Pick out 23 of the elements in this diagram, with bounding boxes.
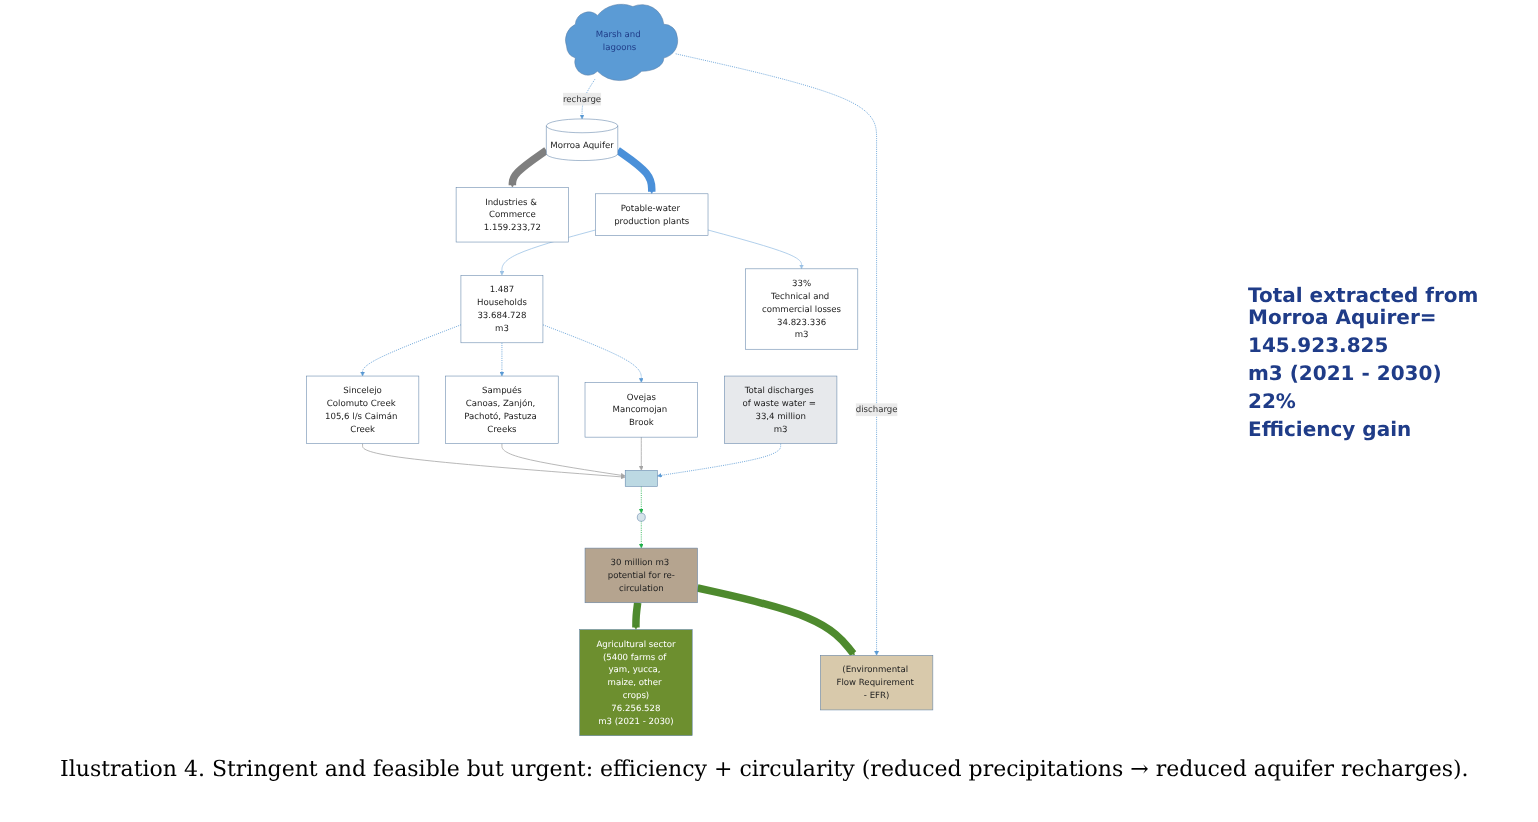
node-box xyxy=(585,547,699,604)
node-box xyxy=(306,375,420,444)
node-box xyxy=(625,470,659,487)
arrow xyxy=(632,601,642,630)
note-text: 22% xyxy=(1248,392,1298,414)
note-text: m3 (2021 - 2030) xyxy=(1248,364,1444,386)
arrow xyxy=(509,147,549,188)
node-box xyxy=(461,275,544,344)
node-box xyxy=(745,268,859,350)
note-text: Total extracted from Morroa Aquirer= xyxy=(1248,286,1481,330)
note-text: Efficiency gain xyxy=(1248,420,1414,442)
arrow xyxy=(697,584,857,656)
node-box xyxy=(724,375,838,444)
node-box xyxy=(820,655,934,711)
node-box xyxy=(579,629,693,736)
node-box xyxy=(445,375,559,444)
node-circle xyxy=(637,513,646,522)
note-text: 145.923.825 xyxy=(1248,336,1391,358)
node-box xyxy=(456,187,570,243)
node-box xyxy=(585,382,699,438)
caption: Ilustration 4. Stringent and feasible but urgent: efficiency + circularity (reduced precipitations → reduced aquifer recharges). xyxy=(58,754,1471,786)
arrow xyxy=(616,147,656,194)
node-box xyxy=(595,193,709,236)
